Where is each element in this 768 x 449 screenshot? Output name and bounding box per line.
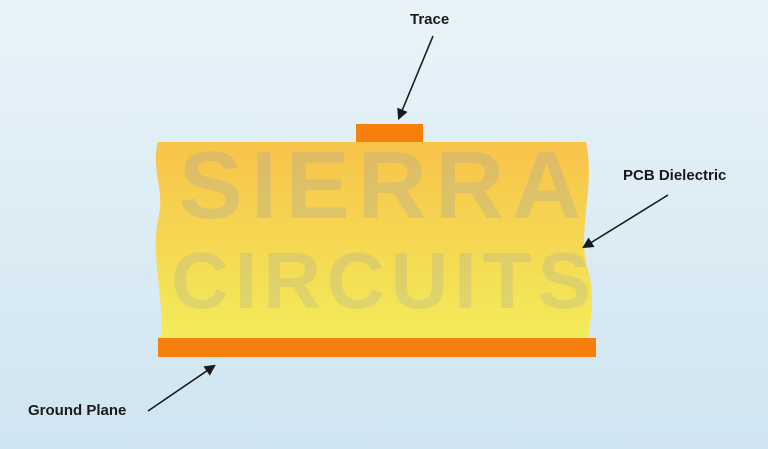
- ground-plane-label: Ground Plane: [28, 402, 127, 419]
- watermark-sierra: SIERRA: [179, 132, 590, 239]
- trace-conductor: [356, 124, 423, 142]
- ground-callout-arrow: [147, 364, 216, 412]
- dielectric-callout-arrow: [582, 194, 669, 249]
- pcb-dielectric-layer: [155, 142, 593, 340]
- trace-callout-arrow: [397, 35, 434, 121]
- pcb-dielectric-label: PCB Dielectric: [623, 167, 727, 184]
- watermark-circuits: CIRCUITS: [171, 236, 597, 325]
- ground-plane-layer: [158, 338, 596, 357]
- trace-label: Trace: [410, 11, 450, 28]
